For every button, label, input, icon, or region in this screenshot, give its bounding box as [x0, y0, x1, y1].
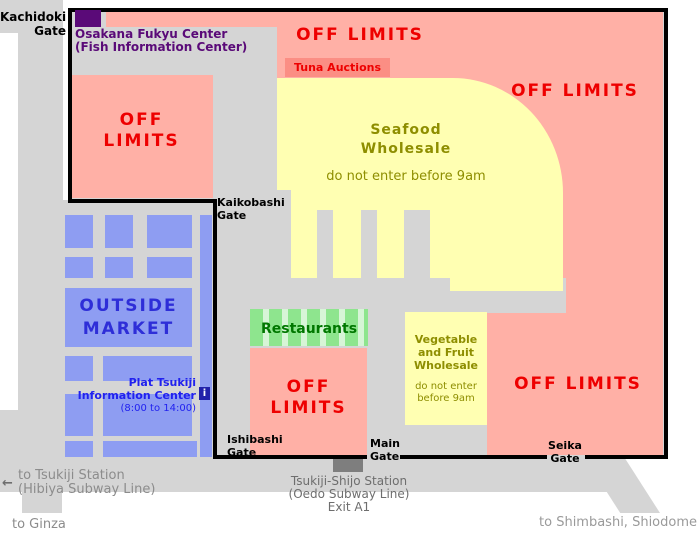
off-limits-line2: LIMITS: [270, 398, 347, 418]
kaikobashi-line1: Kaikobashi: [217, 196, 285, 209]
kachidoki-line2: Gate: [34, 24, 66, 38]
ishibashi-line2: Gate: [227, 446, 257, 459]
boundary-mid-horizontal: [68, 199, 217, 203]
seafood-line2: Wholesale: [360, 141, 452, 157]
shijo-station-line2: (Oedo Subway Line): [288, 487, 410, 501]
off-limits-line1: OFF: [286, 377, 331, 397]
off-limits-label-southeast: OFF LIMITS: [514, 374, 642, 394]
vegetable-line1: Vegetable: [414, 333, 478, 346]
osakana-line2: (Fish Information Center): [75, 40, 248, 54]
seafood-wholesale-label: Seafood Wholesale: [326, 121, 486, 159]
boundary-south-3: [585, 455, 668, 459]
off-limits-zone-south-center: [250, 348, 367, 455]
seika-gate-label: Seika Gate: [535, 439, 595, 465]
market-block: [103, 394, 192, 436]
restaurants-label: Restaurants: [260, 321, 358, 337]
vegetable-note1: do not enter: [415, 381, 477, 392]
market-block: [105, 257, 133, 278]
vegetable-wholesale-zone: [405, 312, 487, 425]
vegetable-note2: before 9am: [417, 393, 475, 404]
kaikobashi-gate-label: Kaikobashi Gate: [217, 196, 285, 222]
subway-entrance-marker: [333, 459, 363, 472]
west-road-foot: [0, 410, 18, 458]
seika-line1: Seika: [548, 439, 582, 452]
market-block: [147, 257, 192, 278]
market-block: [103, 441, 197, 457]
off-limits-label-east-upper: OFF LIMITS: [511, 81, 639, 101]
off-limits-label-top: OFF LIMITS: [296, 25, 424, 45]
off-limits-zone-southeast: [487, 313, 566, 455]
off-limits-label-south-center: OFF LIMITS: [250, 377, 367, 419]
shijo-station-label: Tsukiji-Shijo Station (Oedo Subway Line)…: [259, 475, 439, 514]
tsukiji-station-line1: to Tsukiji Station: [18, 468, 125, 483]
shijo-station-line3: Exit A1: [327, 500, 371, 514]
main-gate-line2: Gate: [370, 450, 400, 463]
to-ginza-label: to Ginza: [12, 517, 66, 532]
boundary-east: [664, 8, 668, 459]
off-limits-label-northwest: OFF LIMITS: [70, 110, 213, 152]
plat-tsukiji-label: Plat Tsukiji Information Center (8:00 to…: [58, 376, 196, 415]
kaikobashi-corridor: [213, 190, 291, 278]
ishibashi-gate-label: Ishibashi Gate: [227, 433, 283, 459]
boundary-south-1: [217, 455, 367, 459]
boundary-mid-vertical: [213, 199, 217, 459]
shijo-station-line1: Tsukiji-Shijo Station: [290, 474, 408, 488]
tuna-auctions-zone: Tuna Auctions: [285, 58, 390, 77]
boundary-west: [68, 8, 72, 203]
kachidoki-gate-marker: [75, 10, 101, 27]
market-block: [65, 394, 93, 436]
plat-line3: (8:00 to 14:00): [120, 403, 196, 414]
seafood-wholesale-note: do not enter before 9am: [326, 169, 486, 184]
market-block: [65, 257, 93, 278]
boundary-north: [68, 8, 668, 12]
vegetable-wholesale-note: do not enter before 9am: [405, 381, 487, 405]
ginza-road-stub: [22, 492, 62, 513]
ishibashi-line1: Ishibashi: [227, 433, 283, 446]
seafood-line1: Seafood: [370, 122, 442, 138]
outside-market-line1: OUTSIDE: [79, 296, 178, 316]
market-block: [65, 215, 93, 248]
main-gate-line1: Main: [370, 437, 400, 450]
vegetable-wholesale-label: Vegetable and Fruit Wholesale: [405, 333, 487, 372]
west-road: [18, 33, 63, 458]
west-arrow-icon: ←: [2, 476, 13, 491]
vegetable-line2: and Fruit: [417, 346, 475, 359]
kachidoki-line1: Kachidoki: [0, 10, 67, 24]
off-limits-zone-northwest: [70, 75, 213, 198]
off-limits-line2: LIMITS: [103, 131, 180, 151]
market-block: [65, 356, 93, 381]
market-block-strip: [200, 215, 212, 457]
kaikobashi-line2: Gate: [217, 209, 247, 222]
kachidoki-gate-label: Kachidoki Gate: [0, 10, 66, 38]
plat-line1: Plat Tsukiji: [128, 376, 196, 389]
osakana-center-label: Osakana Fukyu Center (Fish Information C…: [75, 28, 247, 54]
boundary-south-2: [400, 455, 547, 459]
market-block: [65, 441, 93, 457]
wholesale-aisle-1: [317, 210, 333, 278]
plat-line2: Information Center: [77, 389, 196, 402]
osakana-line1: Osakana Fukyu Center: [75, 27, 228, 41]
kachidoki-corner-area: [0, 0, 63, 33]
outside-market-main-block: [65, 288, 192, 347]
outside-market-line2: MARKET: [82, 319, 175, 339]
information-icon: i: [199, 387, 210, 400]
vegetable-line3: Wholesale: [414, 359, 478, 372]
tsukiji-station-line2: (Hibiya Subway Line): [18, 482, 156, 497]
market-block: [147, 215, 192, 248]
tsukiji-station-label: to Tsukiji Station (Hibiya Subway Line): [18, 469, 155, 497]
off-limits-zone-east: [566, 78, 663, 455]
off-limits-line1: OFF: [119, 110, 164, 130]
main-gate-label: Main Gate: [370, 437, 400, 463]
restaurants-zone: [250, 309, 368, 346]
market-block: [105, 215, 133, 248]
wholesale-aisle-2: [361, 210, 377, 278]
seafood-wholesale-zone-south: [450, 278, 563, 291]
to-shimbashi-label: to Shimbashi, Shiodome: [539, 515, 697, 530]
south-road: [0, 458, 625, 492]
wholesale-aisle-3: [404, 210, 430, 278]
outside-market-label: OUTSIDE MARKET: [65, 295, 192, 341]
seika-line2: Gate: [550, 452, 580, 465]
market-block: [103, 356, 192, 381]
